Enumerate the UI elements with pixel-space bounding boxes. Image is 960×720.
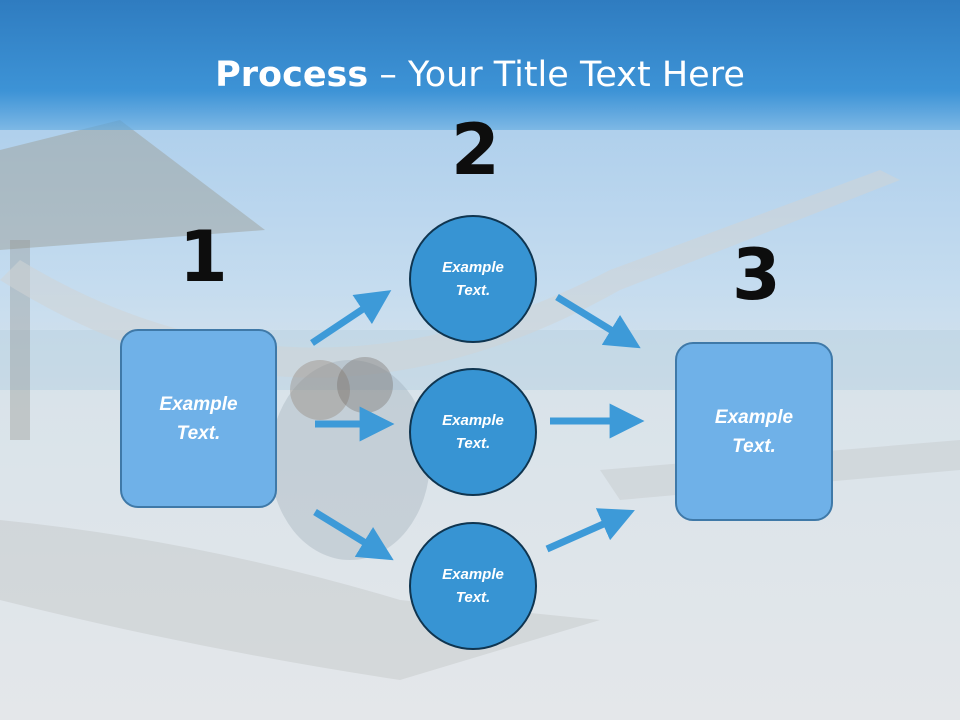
step-number-3: 3 bbox=[732, 234, 781, 316]
title-rest: – Your Title Text Here bbox=[368, 55, 745, 95]
slide-title: Process – Your Title Text Here bbox=[0, 55, 960, 95]
step-number-2: 2 bbox=[451, 109, 500, 191]
step-number-1: 1 bbox=[179, 216, 228, 298]
title-bar bbox=[0, 0, 960, 130]
title-bold: Process bbox=[215, 55, 369, 95]
